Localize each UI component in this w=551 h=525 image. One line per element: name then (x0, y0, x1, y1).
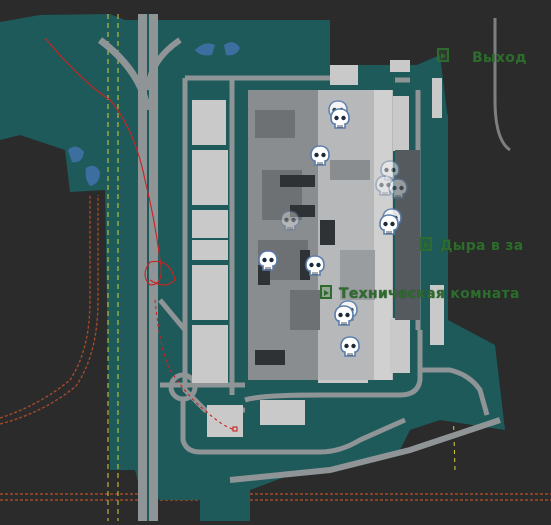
exit-door-icon[interactable] (420, 237, 432, 251)
exit-label-1[interactable]: Выход (472, 50, 527, 66)
exit-door-icon[interactable] (437, 48, 449, 62)
exit-door-icon[interactable] (320, 285, 332, 299)
exit-label-2[interactable]: Дыра в за (440, 238, 524, 254)
highway (97, 14, 182, 521)
exit-label-3[interactable]: Техническая комната (339, 286, 520, 302)
route (44, 37, 238, 432)
mall-complex (248, 90, 420, 380)
